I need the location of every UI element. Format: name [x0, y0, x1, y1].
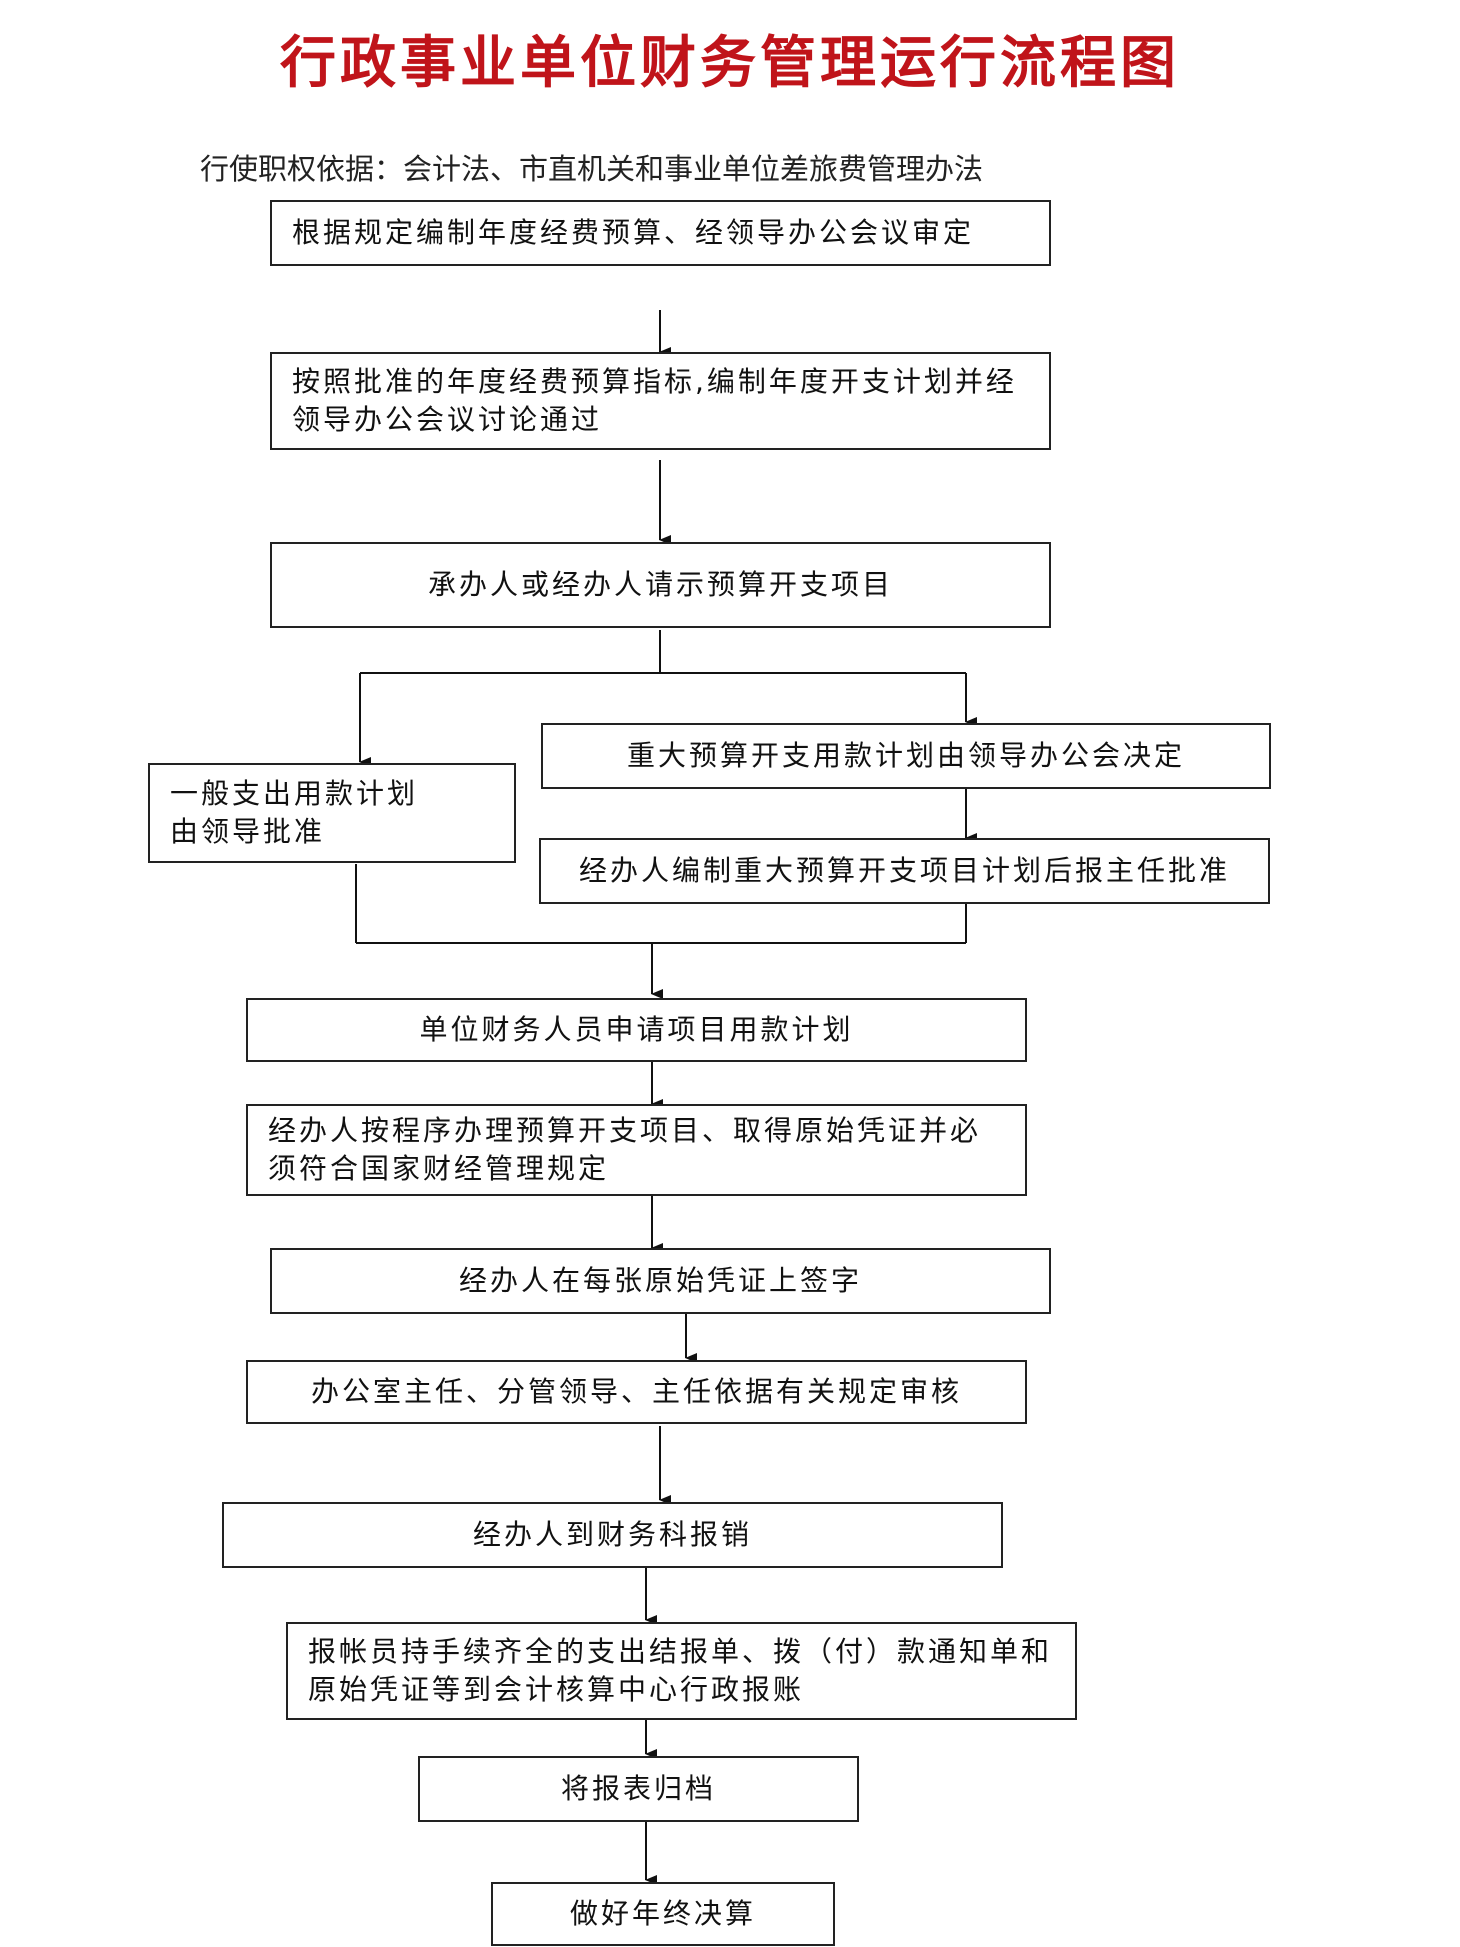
step-archive-reports: 将报表归档 [418, 1756, 859, 1822]
step-handle-expense-items: 经办人按程序办理预算开支项目、取得原始凭证并必须符合国家财经管理规定 [246, 1104, 1027, 1196]
step-annual-expense-plan: 按照批准的年度经费预算指标,编制年度开支计划并经领导办公会议讨论通过 [270, 352, 1051, 450]
step-review: 办公室主任、分管领导、主任依据有关规定审核 [246, 1360, 1027, 1424]
step-major-budget-decision: 重大预算开支用款计划由领导办公会决定 [541, 723, 1271, 789]
step-reimbursement: 经办人到财务科报销 [222, 1502, 1003, 1568]
step-major-budget-plan-approval: 经办人编制重大预算开支项目计划后报主任批准 [539, 838, 1270, 904]
step-year-end-accounts: 做好年终决算 [491, 1882, 835, 1946]
page-title: 行政事业单位财务管理运行流程图 [280, 31, 1180, 96]
step-accounting-center-report: 报帐员持手续齐全的支出结报单、拨（付）款通知单和原始凭证等到会计核算中心行政报账 [286, 1622, 1077, 1720]
step-apply-fund-plan: 单位财务人员申请项目用款计划 [246, 998, 1027, 1062]
step-general-expense-approval: 一般支出用款计划由领导批准 [148, 763, 516, 863]
legal-basis-text: 行使职权依据：会计法、市直机关和事业单位差旅费管理办法 [200, 152, 984, 186]
step-prepare-budget: 根据规定编制年度经费预算、经领导办公会议审定 [270, 200, 1051, 266]
step-sign-vouchers: 经办人在每张原始凭证上签字 [270, 1248, 1051, 1314]
step-request-budget-item: 承办人或经办人请示预算开支项目 [270, 542, 1051, 628]
